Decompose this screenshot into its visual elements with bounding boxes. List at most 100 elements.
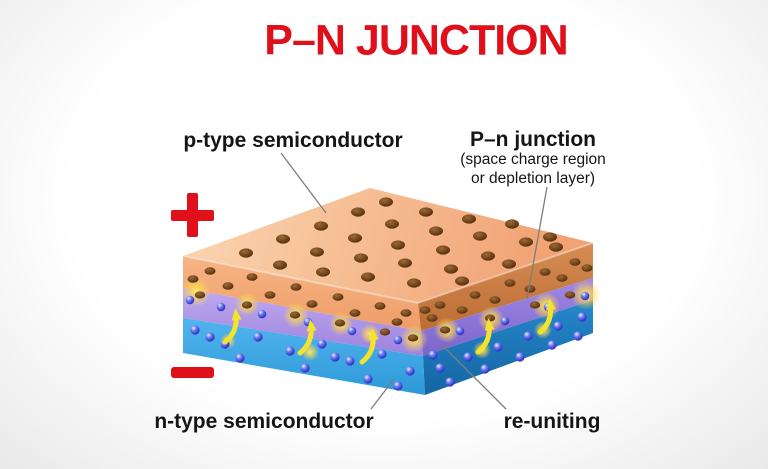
- electron-dot: [493, 342, 503, 352]
- electron-dot: [480, 364, 490, 374]
- hole-dot: [276, 234, 290, 244]
- hole-dot: [187, 275, 199, 283]
- electron-dot: [405, 366, 415, 376]
- hole-dot: [426, 314, 438, 322]
- positive-terminal-icon: [171, 193, 214, 237]
- hole-dot: [502, 259, 516, 269]
- hole-dot: [529, 301, 541, 309]
- hole-dot: [400, 309, 412, 317]
- electron-dot: [317, 339, 327, 349]
- electron-dot: [345, 356, 355, 366]
- hole-dot: [481, 251, 495, 261]
- hole-dot: [434, 301, 446, 309]
- hole-dot: [334, 319, 346, 327]
- electron-dot: [347, 326, 357, 336]
- hole-dot: [456, 306, 468, 314]
- pn-junction-leader-line: [526, 186, 548, 300]
- recombination-arrow: [475, 318, 495, 355]
- hole-dot: [564, 291, 576, 299]
- hole-dot: [398, 258, 412, 268]
- junction-glow: [360, 324, 380, 344]
- electron-dot: [428, 350, 438, 360]
- electron-dot: [253, 332, 263, 342]
- hole-dot: [351, 207, 365, 217]
- hole-dot: [374, 302, 386, 310]
- p-layer-left-face: [183, 256, 421, 331]
- hole-dot: [419, 207, 433, 217]
- electron-dot: [363, 374, 373, 384]
- hole-dot: [569, 258, 581, 266]
- page-title: P–N JUNCTION: [264, 16, 568, 65]
- hole-dot: [348, 233, 362, 243]
- recombination-arrow: [537, 298, 556, 335]
- electron-dot: [330, 352, 340, 362]
- hole-dot: [379, 328, 391, 336]
- hole-dot: [289, 311, 301, 319]
- hole-dot: [361, 272, 375, 282]
- hole-dot: [444, 264, 458, 274]
- hole-dot: [581, 264, 593, 272]
- electron-dot: [523, 331, 533, 341]
- negative-terminal-icon: [171, 367, 214, 378]
- hole-dot: [316, 267, 330, 277]
- electron-dot: [377, 349, 387, 359]
- hole-dot: [306, 300, 318, 308]
- hole-dots: [187, 197, 593, 342]
- n-type-label: n-type semiconductor: [154, 410, 374, 433]
- hole-dot: [246, 273, 258, 281]
- hole-dot: [549, 242, 563, 252]
- pn-junction-label-block: P–n junction (space charge region or dep…: [460, 128, 606, 189]
- hole-dot: [354, 253, 368, 263]
- electron-dot: [577, 312, 587, 322]
- p-type-leader-line: [280, 152, 327, 214]
- hole-dot: [436, 245, 450, 255]
- hole-dot: [524, 285, 536, 293]
- hole-dot: [543, 232, 557, 242]
- electron-dot: [547, 340, 557, 350]
- electron-dot: [500, 316, 510, 326]
- hole-dot: [273, 260, 287, 270]
- hole-dot: [241, 301, 253, 309]
- electron-dot: [463, 352, 473, 362]
- hole-dot: [391, 240, 405, 250]
- electron-dot: [455, 326, 465, 336]
- hole-dot: [519, 237, 533, 247]
- hole-dot: [484, 314, 496, 322]
- electron-dot: [573, 331, 583, 341]
- hole-dot: [314, 221, 328, 231]
- hole-dot: [264, 291, 276, 299]
- re-uniting-leader-line: [440, 343, 507, 410]
- electron-dots: [185, 291, 590, 391]
- electron-dot: [190, 325, 200, 335]
- electron-dot: [300, 363, 310, 373]
- hole-dot: [469, 291, 481, 299]
- hole-dot: [349, 309, 361, 317]
- hole-dot: [332, 293, 344, 301]
- electron-dot: [515, 352, 525, 362]
- pn-junction-label: P–n junction: [470, 128, 596, 151]
- hole-dot: [239, 248, 253, 258]
- hole-dot: [419, 306, 431, 314]
- n-type-leader-line: [370, 378, 395, 410]
- electron-dot: [580, 291, 590, 301]
- hole-dot: [504, 279, 516, 287]
- hole-dot: [539, 268, 551, 276]
- p-layer-top-face: [183, 188, 593, 303]
- hole-dot: [379, 197, 393, 207]
- electron-dot: [445, 377, 455, 387]
- hole-dot: [391, 318, 403, 326]
- electron-dot: [435, 363, 445, 373]
- hole-dot: [385, 219, 399, 229]
- electron-dot: [553, 321, 563, 331]
- hole-dot: [505, 219, 519, 229]
- hole-dot: [473, 231, 487, 241]
- electron-dot: [185, 295, 195, 305]
- hole-dot: [204, 267, 216, 275]
- hole-dot: [194, 291, 206, 299]
- hole-dot: [439, 326, 451, 334]
- electron-dot: [205, 332, 215, 342]
- electron-dot: [393, 335, 403, 345]
- hole-dot: [455, 276, 469, 286]
- electron-dot: [235, 353, 245, 363]
- leader-lines: [280, 152, 548, 410]
